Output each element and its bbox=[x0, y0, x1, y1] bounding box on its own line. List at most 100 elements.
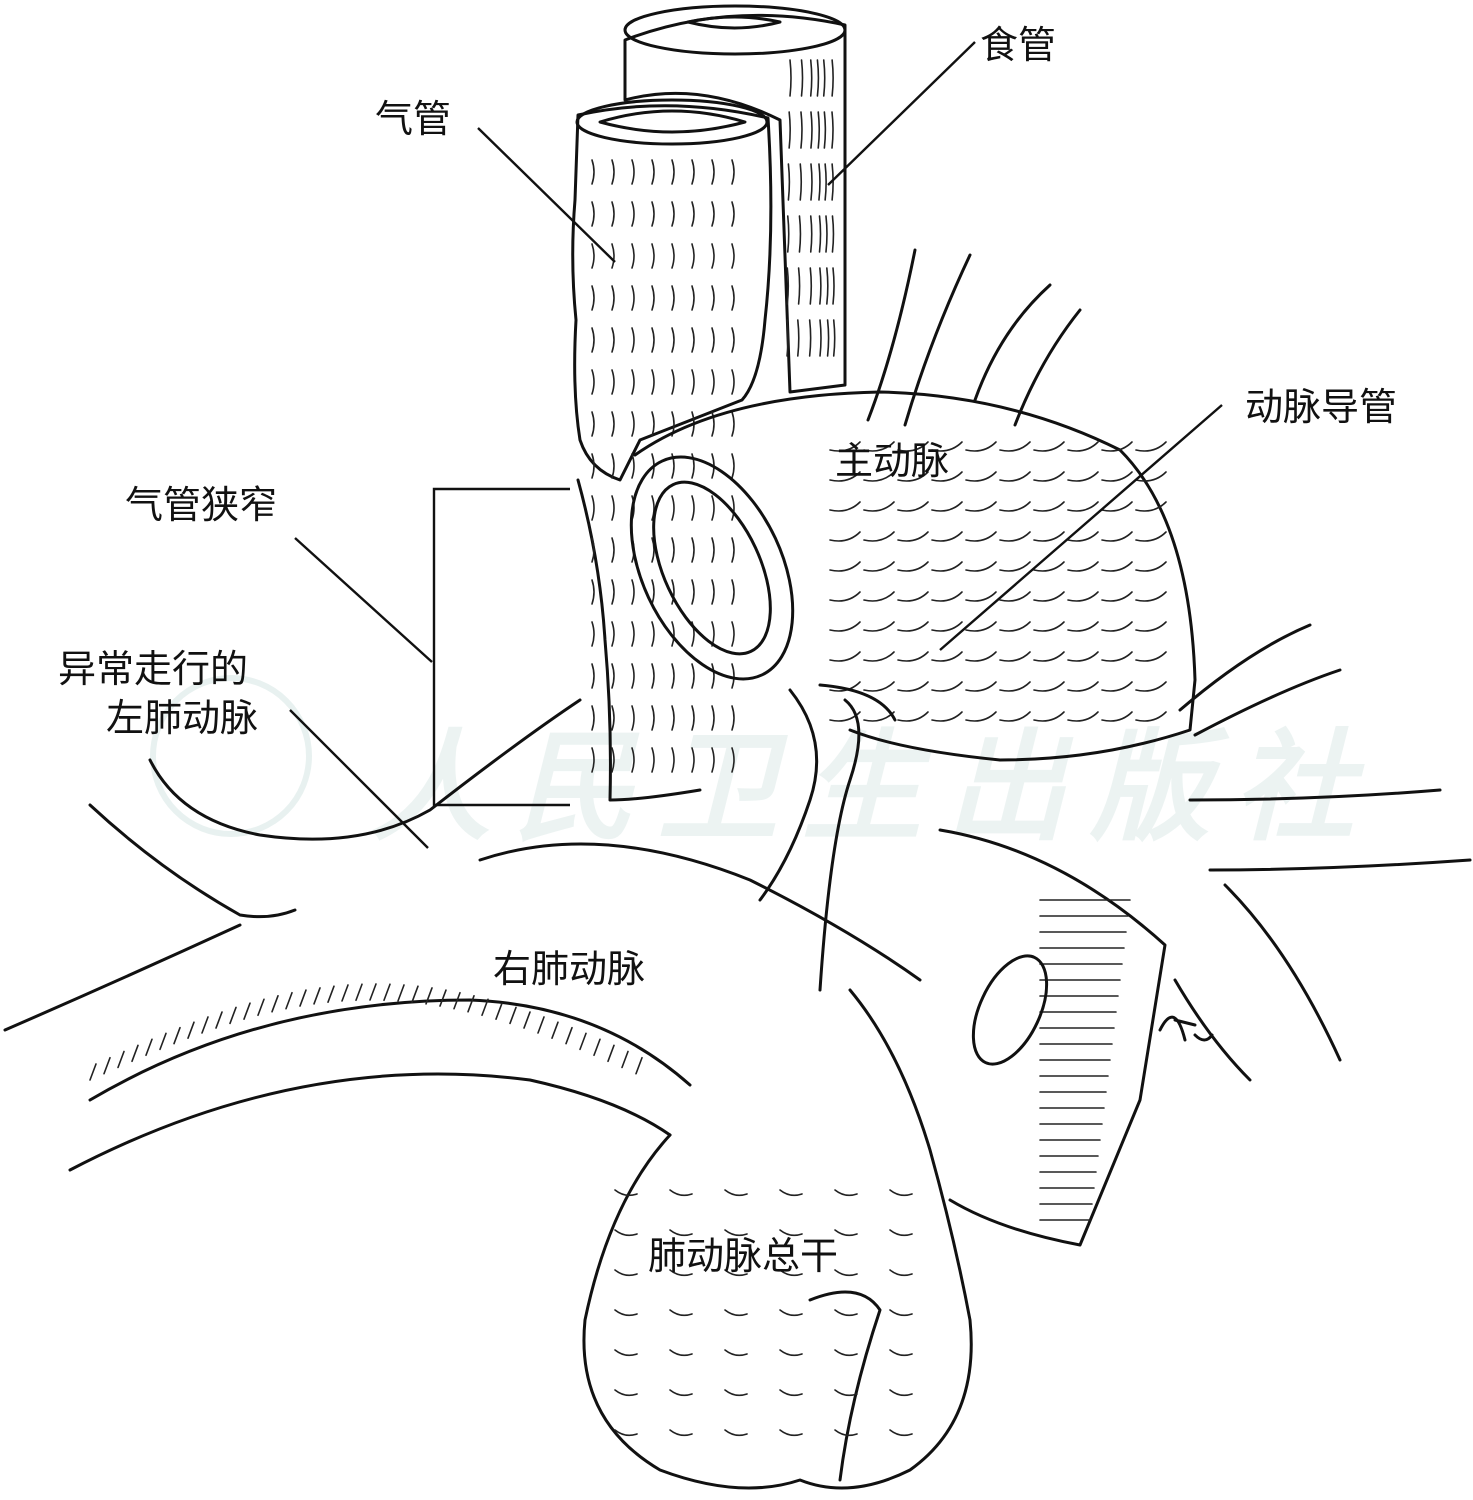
hatch-stroke bbox=[591, 159, 595, 185]
esophagus-shape bbox=[623, 4, 847, 394]
hatch-stroke bbox=[651, 579, 655, 605]
hatch-stroke bbox=[809, 59, 813, 97]
hatch-stroke bbox=[779, 1269, 803, 1277]
hatch-stroke bbox=[117, 1050, 125, 1069]
hatch-stroke bbox=[819, 267, 822, 305]
hatch-stroke bbox=[999, 651, 1031, 662]
hatch-stroke bbox=[889, 1269, 913, 1277]
hatch-stroke bbox=[651, 663, 655, 689]
hatch-stroke bbox=[863, 681, 895, 692]
hatch-stroke bbox=[965, 591, 997, 602]
hatch-stroke bbox=[591, 537, 595, 563]
hatch-stroke bbox=[669, 1429, 693, 1437]
hatch-stroke bbox=[614, 1189, 638, 1197]
hatch-stroke bbox=[731, 663, 735, 689]
hatch-stroke bbox=[731, 243, 735, 269]
hatch-stroke bbox=[671, 579, 675, 605]
hatch-stroke bbox=[731, 747, 735, 773]
hatch-stroke bbox=[786, 267, 790, 305]
hatch-stroke bbox=[271, 994, 279, 1013]
hatch-stroke bbox=[614, 1389, 638, 1397]
hatch-stroke bbox=[999, 621, 1031, 632]
hatch-stroke bbox=[965, 441, 997, 452]
hatch-stroke bbox=[863, 441, 895, 452]
hatch-stroke bbox=[711, 579, 715, 605]
hatch-stroke bbox=[711, 663, 715, 689]
hatch-stroke bbox=[651, 495, 655, 521]
hatch-stroke bbox=[201, 1016, 209, 1034]
hatch-stroke bbox=[611, 663, 615, 689]
pa-branches-right bbox=[1173, 623, 1472, 1082]
hatch-stroke bbox=[1135, 441, 1167, 452]
hatch-stroke bbox=[999, 471, 1031, 482]
hatch-stroke bbox=[1135, 471, 1167, 482]
hatch-stroke bbox=[669, 1309, 693, 1317]
hatch-stroke bbox=[671, 747, 675, 773]
hatch-stroke bbox=[591, 621, 595, 647]
hatch-stroke bbox=[631, 201, 635, 227]
label-ductus-arteriosus: 动脉导管 bbox=[1245, 385, 1398, 429]
hatch-stroke bbox=[669, 1189, 693, 1197]
hatch-stroke bbox=[1101, 621, 1133, 632]
hatch-stroke bbox=[826, 267, 829, 305]
hatch-stroke bbox=[832, 267, 835, 305]
hatch-stroke bbox=[897, 561, 929, 572]
hatch-stroke bbox=[816, 59, 820, 97]
hatch-stroke bbox=[829, 651, 861, 662]
hatch-stroke bbox=[889, 1389, 913, 1397]
hatch-stroke bbox=[831, 59, 834, 97]
hatch-stroke bbox=[819, 319, 822, 357]
label-main-pa-trunk: 肺动脉总干 bbox=[648, 1234, 839, 1278]
hatch-stroke bbox=[215, 1011, 223, 1029]
hatch-stroke bbox=[724, 1269, 748, 1277]
hatch-stroke bbox=[669, 1389, 693, 1397]
hatch-stroke bbox=[611, 621, 615, 647]
hatch-stroke bbox=[817, 111, 821, 149]
hatch-stroke bbox=[999, 561, 1031, 572]
hatch-stroke bbox=[691, 201, 695, 227]
pulmonary-arteries bbox=[3, 698, 1049, 1172]
hatch-stroke bbox=[631, 243, 635, 269]
hatch-stroke bbox=[591, 453, 595, 479]
hatch-stroke bbox=[724, 1229, 748, 1237]
hatch-stroke bbox=[425, 987, 433, 1005]
hatch-stroke bbox=[669, 1349, 693, 1357]
hatch-stroke bbox=[931, 651, 963, 662]
hatch-stroke bbox=[800, 111, 803, 149]
descending-aorta-shape bbox=[938, 828, 1167, 1247]
hatch-stroke bbox=[797, 267, 801, 305]
hatch-stroke bbox=[591, 579, 595, 605]
hatch-stroke bbox=[671, 705, 675, 731]
hatch-stroke bbox=[691, 159, 695, 185]
hatch-stroke bbox=[691, 495, 695, 521]
hatch-stroke bbox=[671, 369, 675, 395]
hatch-stroke bbox=[537, 1016, 545, 1034]
hatch-stroke bbox=[711, 285, 715, 311]
artist-signature bbox=[1158, 1015, 1214, 1042]
hatch-stroke bbox=[591, 201, 595, 227]
hatch-stroke bbox=[299, 989, 307, 1007]
hatch-stroke bbox=[611, 201, 615, 227]
hatch-stroke bbox=[1033, 711, 1065, 722]
label-aberrant-lpa-line2: 左肺动脉 bbox=[106, 696, 259, 740]
hatch-stroke bbox=[89, 1063, 97, 1081]
hatch-stroke bbox=[999, 441, 1031, 452]
hatch-stroke bbox=[1067, 651, 1099, 662]
hatch-stroke bbox=[614, 1269, 638, 1277]
hatch-stroke bbox=[829, 561, 861, 572]
hatch-stroke bbox=[611, 327, 615, 353]
hatch-stroke bbox=[1101, 591, 1133, 602]
hatch-stroke bbox=[965, 531, 997, 542]
hatch-stroke bbox=[810, 111, 813, 149]
hatch-stroke bbox=[789, 59, 792, 97]
hatch-stroke bbox=[825, 215, 828, 253]
hatch-stroke bbox=[731, 621, 735, 647]
hatch-stroke bbox=[651, 411, 655, 437]
hatch-stroke bbox=[1067, 561, 1099, 572]
hatch-stroke bbox=[621, 1050, 629, 1069]
hatch-stroke bbox=[651, 369, 655, 395]
hatch-stroke bbox=[327, 985, 335, 1004]
hatch-stroke bbox=[711, 411, 715, 437]
hatch-stroke bbox=[229, 1006, 237, 1025]
hatch-stroke bbox=[669, 1269, 693, 1277]
